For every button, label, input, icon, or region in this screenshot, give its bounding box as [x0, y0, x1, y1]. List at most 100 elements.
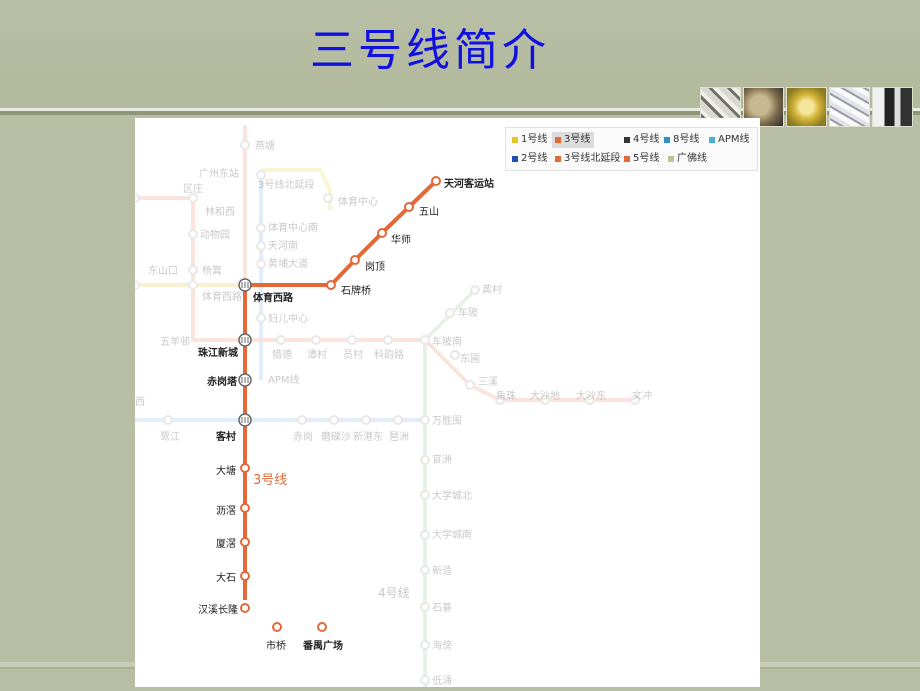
faded-label: 东圃 — [460, 352, 480, 365]
line3-stations — [238, 176, 441, 632]
legend-swatch — [512, 156, 518, 162]
faded-label: 文冲 — [632, 389, 652, 402]
station-label: 汉溪长隆 — [198, 603, 238, 616]
faded-label: 官洲 — [432, 453, 452, 466]
faded-label: 新港东 — [353, 430, 383, 443]
faded-label: 东山口 — [148, 264, 178, 277]
line3-name-label: 3号线 — [253, 473, 287, 488]
legend-label: 广佛线 — [677, 153, 707, 164]
faded-label: 科韵路 — [374, 348, 404, 361]
legend-label: APM线 — [718, 134, 750, 145]
faded-label: 大沙地 — [530, 389, 560, 402]
station-label: 厦滘 — [216, 538, 236, 550]
station-label: 市桥 — [266, 639, 286, 652]
faded-label: 猎德 — [272, 348, 292, 361]
faded-label: 体育西路 — [202, 290, 242, 303]
legend-item-line3-north[interactable]: 3号线北延段 — [552, 151, 620, 167]
faded-label: 黄村 — [482, 283, 502, 296]
station-marker[interactable] — [326, 280, 336, 290]
faded-label: 燕塘 — [255, 139, 275, 152]
legend-item-line4[interactable]: 4号线 — [621, 132, 659, 148]
legend-swatch — [555, 156, 561, 162]
faded-label: 磨碟沙 — [321, 430, 351, 443]
faded-label: 赤岗 — [293, 431, 313, 443]
legend-item-line8[interactable]: 8号线 — [661, 132, 699, 148]
faded-label: 琶洲 — [389, 431, 409, 443]
slide-title: 三号线简介 — [310, 25, 550, 76]
station-label: 珠江新城 — [198, 346, 238, 359]
legend-swatch — [624, 137, 630, 143]
faded-label: APM线 — [268, 373, 300, 386]
station-label: 番禺广场 — [302, 639, 343, 652]
station-label: 客村 — [215, 430, 236, 443]
faded-label: 黄埔大道 — [268, 257, 308, 270]
faded-label: 区庄 — [183, 182, 203, 195]
legend-swatch — [668, 156, 674, 162]
faded-label: 鱼珠 — [496, 389, 516, 402]
station-marker[interactable] — [240, 571, 250, 581]
faded-label: 万胜围 — [432, 415, 462, 427]
station-marker[interactable] — [240, 503, 250, 513]
interchange-marker[interactable] — [238, 278, 252, 292]
interchange-marker[interactable] — [238, 373, 252, 387]
legend-label: 2号线 — [521, 153, 548, 164]
faded-label: 体育中心 — [338, 195, 378, 208]
faded-label: 妇儿中心 — [268, 312, 308, 325]
faded-line5 — [135, 196, 640, 402]
faded-label: 三溪 — [478, 376, 498, 388]
station-marker[interactable] — [350, 255, 360, 265]
station-marker[interactable] — [431, 176, 441, 186]
faded-labels: 燕塘 广州东站 3号线北延段 体育中心 区庄 林和西 动物园 体育中心南 天河南… — [135, 139, 652, 687]
legend-swatch — [555, 137, 561, 143]
legend-label: 4号线 — [633, 134, 660, 145]
legend-swatch — [624, 156, 630, 162]
line-legend: 1号线 3号线 4号线 8号线 APM线 2号线 3号线北延段 5号线 广佛线 — [505, 127, 758, 171]
faded-label: 天河南 — [268, 239, 298, 252]
legend-swatch — [512, 137, 518, 143]
faded-label: 西 — [135, 397, 145, 408]
legend-item-line2[interactable]: 2号线 — [509, 151, 547, 167]
station-label: 五山 — [419, 206, 439, 218]
metro-map-svg: 燕塘 广州东站 3号线北延段 体育中心 区庄 林和西 动物园 体育中心南 天河南… — [130, 125, 652, 687]
metro-map: 燕塘 广州东站 3号线北延段 体育中心 区庄 林和西 动物园 体育中心南 天河南… — [130, 118, 760, 687]
faded-label: 广州东站 — [199, 167, 239, 180]
legend-label: 3号线北延段 — [564, 153, 621, 164]
faded-label: 石碁 — [432, 601, 452, 614]
station-marker[interactable] — [240, 537, 250, 547]
legend-item-guangfo[interactable]: 广佛线 — [665, 151, 707, 167]
faded-label: 动物园 — [200, 228, 230, 241]
thumbnail-image — [786, 87, 827, 127]
legend-item-apm[interactable]: APM线 — [706, 132, 750, 148]
line3-labels: 天河客运站 五山 华师 岗顶 石牌桥 体育西路 珠江新城 赤岗塔 客村 大塘 沥… — [198, 177, 494, 652]
station-label: 大石 — [216, 571, 236, 584]
faded-label: 海傍 — [432, 639, 452, 652]
station-marker[interactable] — [404, 202, 414, 212]
station-marker[interactable] — [272, 622, 282, 632]
faded-line4 — [423, 288, 477, 687]
legend-item-line3[interactable]: 3号线 — [552, 132, 595, 148]
faded-label: 体育中心南 — [268, 221, 318, 234]
interchange-marker[interactable] — [238, 333, 252, 347]
faded-label: 大学城北 — [432, 489, 472, 502]
faded-label: 杨箕 — [202, 264, 222, 277]
station-label: 华师 — [391, 233, 411, 246]
station-marker[interactable] — [317, 622, 327, 632]
legend-item-line5[interactable]: 5号线 — [621, 151, 659, 167]
faded-label: 大沙东 — [576, 389, 606, 402]
station-label: 大塘 — [216, 464, 236, 477]
header-divider-dark — [0, 111, 920, 115]
station-marker[interactable] — [240, 603, 250, 613]
station-label: 体育西路 — [253, 291, 294, 304]
faded-label: 林和西 — [205, 205, 235, 218]
decorative-thumbnails — [700, 87, 913, 127]
legend-label: 1号线 — [521, 134, 548, 145]
legend-swatch — [709, 137, 715, 143]
faded-label: 员村 — [343, 348, 363, 361]
legend-item-line1[interactable]: 1号线 — [509, 132, 547, 148]
station-marker[interactable] — [240, 463, 250, 473]
legend-label: 8号线 — [673, 134, 700, 145]
interchange-marker[interactable] — [238, 413, 252, 427]
faded-label: 车陂南 — [432, 335, 462, 348]
station-label: 石牌桥 — [341, 284, 371, 297]
station-marker[interactable] — [377, 228, 387, 238]
